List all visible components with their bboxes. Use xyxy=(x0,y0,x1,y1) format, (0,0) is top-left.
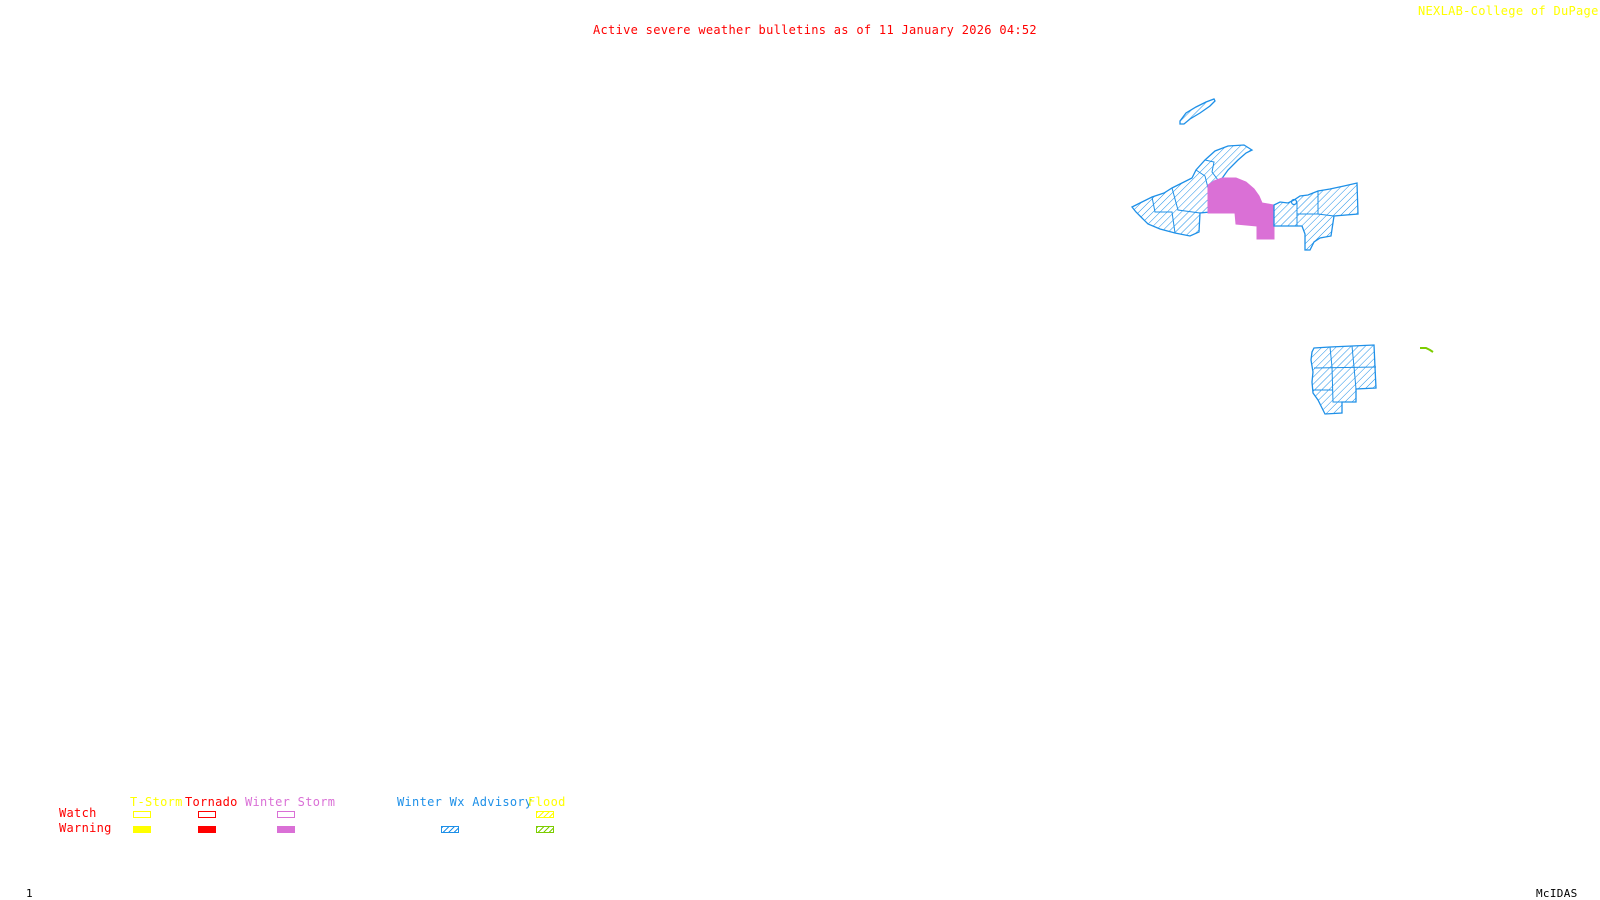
county-border xyxy=(1204,159,1219,181)
advisory-area-western-up xyxy=(1130,144,1254,237)
advisory-island xyxy=(1290,198,1298,206)
legend-swatch-tstorm-warning xyxy=(133,826,151,833)
county-border xyxy=(1313,366,1377,369)
frame-number: 1 xyxy=(26,887,33,900)
advisory-area-northern-lower-mi xyxy=(1310,344,1377,415)
legend-swatch-tornado-warning xyxy=(198,826,216,833)
county-border xyxy=(1171,187,1201,214)
advisory-area-isle-royale xyxy=(1179,98,1216,125)
legend-header-winter-wx-advisory: Winter Wx Advisory xyxy=(397,795,533,809)
legend-swatch-winter-storm-warning xyxy=(277,826,295,833)
software-label: McIDAS xyxy=(1536,887,1578,900)
legend-header-winter-storm: Winter Storm xyxy=(245,795,336,809)
legend-header-tornado: Tornado xyxy=(185,795,238,809)
flood-warning-area xyxy=(1420,347,1434,353)
credit-label: NEXLAB-College of DuPage ↖ xyxy=(1418,4,1600,18)
legend-row-watch: Watch xyxy=(59,806,97,820)
legend-swatch-tstorm-watch xyxy=(133,811,151,818)
legend-swatch-tornado-watch xyxy=(198,811,216,818)
county-border xyxy=(1351,345,1357,390)
legend-swatch-flood-watch xyxy=(536,811,554,818)
winter-storm-warning-area xyxy=(1207,177,1275,240)
page-title: Active severe weather bulletins as of 11… xyxy=(593,23,1037,37)
county-border xyxy=(1151,196,1176,234)
legend-row-warning: Warning xyxy=(59,821,112,835)
legend-swatch-winter-storm-watch xyxy=(277,811,295,818)
legend-header-flood: Flood xyxy=(528,795,566,809)
legend-swatch-flood-warning xyxy=(536,826,554,833)
legend-header-tstorm: T-Storm xyxy=(130,795,183,809)
legend-swatch-winter-wx-advisory xyxy=(441,826,459,833)
county-border xyxy=(1329,346,1356,403)
advisory-area-eastern-up xyxy=(1273,182,1359,251)
